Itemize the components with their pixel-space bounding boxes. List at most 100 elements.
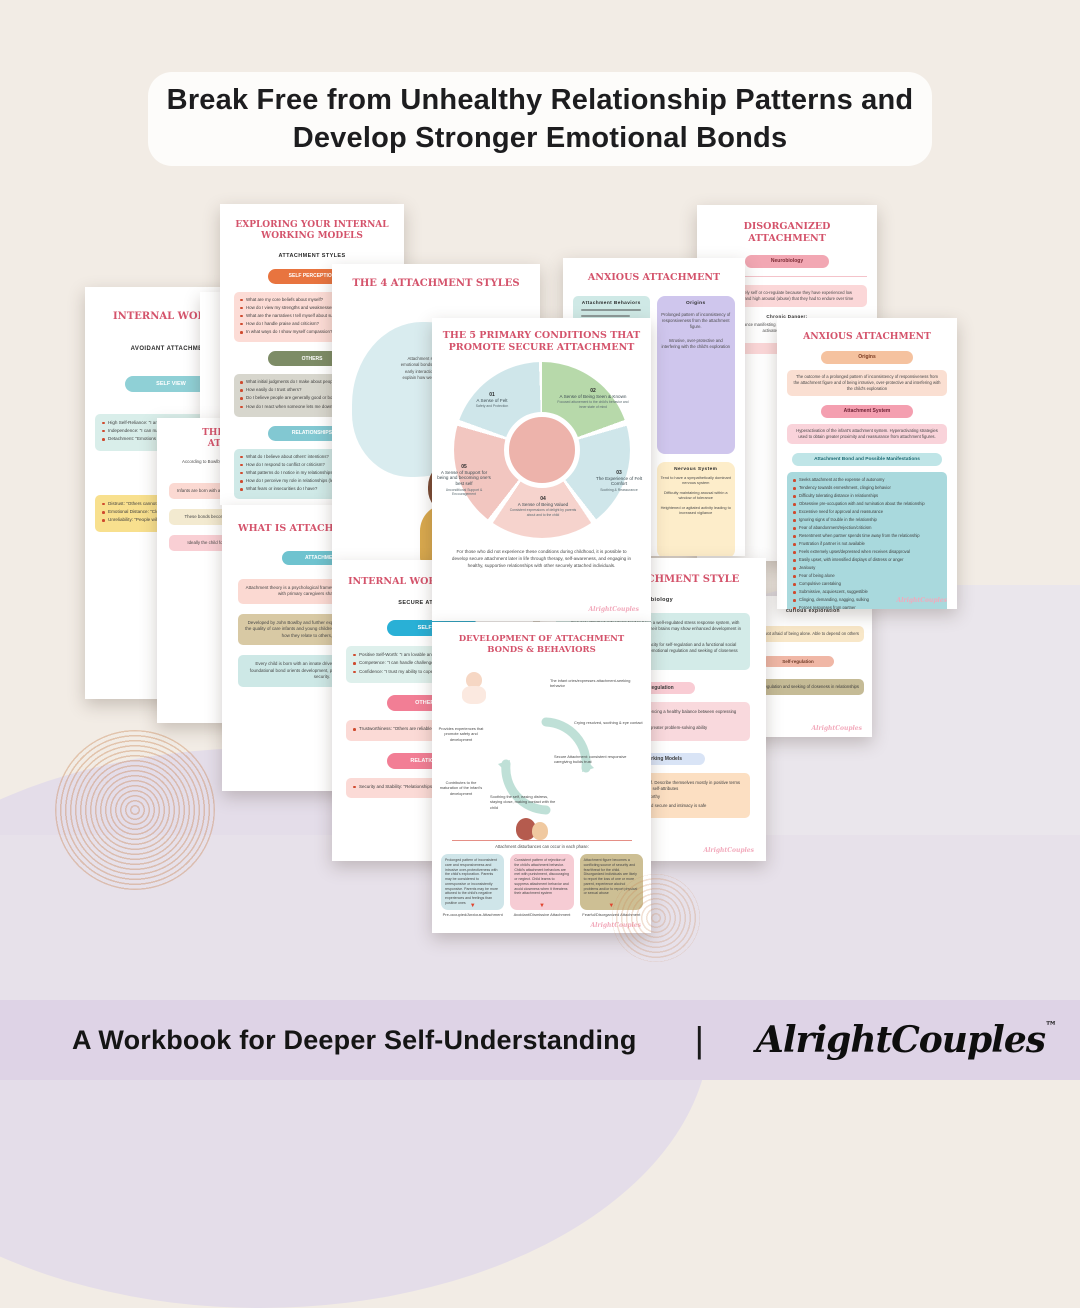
list-item: Ignoring signs of trouble in the relatio… <box>792 517 942 523</box>
page-title: SECURE ATTACHMENT STYLE <box>566 574 740 585</box>
page-title: THE 4 ATTACHMENT STYLES <box>352 278 520 289</box>
conditions-ring <box>453 361 630 538</box>
page-title: INTERNAL WORKING MODELS <box>113 311 257 322</box>
segment-04: 04 A Sense of Being Valued Consistent ex… <box>508 496 578 517</box>
list-item: In what ways do I show myself compassion… <box>239 329 385 335</box>
list-item: What initial judgments do I make about p… <box>239 379 385 385</box>
swirl-decoration <box>612 874 700 962</box>
chronic-danger-label: Chronic Danger: <box>766 313 808 319</box>
list-item: Seeks attachment at the expense of auton… <box>792 477 942 483</box>
baby-illustration-body <box>462 686 486 704</box>
segment-sub: Soothing & Reassurance <box>600 488 638 493</box>
list-item: What fears or insecurities do I have? <box>239 486 385 492</box>
segment-sub: Consistent expressions of delight by par… <box>509 508 577 517</box>
disturbance-labels: Pre-occupied/Anxious Attachment Avoidant… <box>441 912 643 917</box>
down-arrow-icon: ▼ <box>469 903 476 909</box>
bond-pill: Attachment Bond and Possible Manifestati… <box>792 452 942 466</box>
page-title: ANXIOUS ATTACHMENT <box>803 331 931 342</box>
page-anxious-detail: ANXIOUS ATTACHMENT Origins The outcome o… <box>777 318 957 609</box>
segment-sub: Focused attunement to the child's behavi… <box>557 400 629 409</box>
cycle-arrow-diagram <box>498 717 594 815</box>
segment-title: A Sense of Felt <box>476 397 508 403</box>
attachment-system-pill: Attachment System <box>821 404 913 418</box>
brand-logo-small: AlrightCouples <box>588 606 639 613</box>
segment-sub: Safety and Protection <box>475 404 509 409</box>
list-item: How do I react when someone lets me down… <box>239 404 385 410</box>
page-five-conditions: THE 5 PRIMARY CONDITIONS THAT PROMOTE SE… <box>432 318 651 621</box>
section-header-1: curious exploration <box>786 608 840 614</box>
list-item: Fear of being alone <box>792 573 942 579</box>
trademark-symbol: ™ <box>1045 1019 1057 1033</box>
list-item: Easily upset, with intensified displays … <box>792 557 942 563</box>
list-item: Compulsive caretaking <box>792 581 942 587</box>
segment-05: 05 A Sense of Support for being and beco… <box>436 464 492 497</box>
list-item: Do I believe people are generally good o… <box>239 395 385 401</box>
origins-box: Origins Prolonged pattern of inconsisten… <box>656 295 735 454</box>
page-subtitle: AVOIDANT ATTACHMENT <box>130 345 212 352</box>
segment-number: 03 <box>616 469 622 476</box>
page-title-line2: BONDS & BEHAVIORS <box>487 644 596 655</box>
neuro-text-1: Unable to effectively self or co-regulat… <box>707 284 867 307</box>
list-item: Tendency towards enmeshment, clinging be… <box>792 485 942 491</box>
footer-tagline: A Workbook for Deeper Self-Understanding <box>72 1024 637 1055</box>
list-item: How do I respond to conflict or criticis… <box>239 462 385 468</box>
brand-logo-small: AlrightCouples <box>590 922 641 929</box>
list-item: Excessive need for approval and reassura… <box>792 509 942 515</box>
list-item: Forces responses from partner <box>792 605 942 609</box>
mother-illustration <box>516 818 536 840</box>
child-illustration <box>532 822 548 840</box>
page-title-line1: EXPLORING YOUR INTERNAL <box>235 220 389 230</box>
segment-03: 03 The Experience of Felt Comfort Soothi… <box>590 470 648 493</box>
list-item: Competence: "I can handle challenges" <box>352 660 513 666</box>
origins-pill: Origins <box>821 350 913 364</box>
disturbance-box-2: Consistent pattern of rejection of the c… <box>510 854 574 910</box>
behaviors-header: Attachment Behaviors <box>581 300 641 306</box>
page-title-line2: PROMOTE SECURE ATTACHMENT <box>448 341 635 353</box>
segment-sub: Unconditional Support & Encouragement <box>445 487 483 497</box>
list-item: Submissive, acquiescent, suggestible <box>792 589 942 595</box>
swirl-decoration <box>55 730 215 890</box>
origins-text-1: Prolonged pattern of inconsistency of re… <box>661 311 731 330</box>
list-item: What are my core beliefs about myself? <box>239 297 385 303</box>
page-title-line2: WORKING MODELS <box>261 231 363 242</box>
list-item: How do I view my strengths and weaknesse… <box>239 305 385 311</box>
page-title: WHAT IS ATTACHMENT THEORY <box>238 523 417 534</box>
note-2: Contributes to the maturation of the inf… <box>439 780 483 796</box>
manifestations-box: Seeks attachment at the expense of auton… <box>787 471 947 609</box>
down-arrow-icon: ▼ <box>608 903 615 909</box>
headline-line1: Break Free from Unhealthy Relationship P… <box>166 83 914 116</box>
list-item: What do I believe about others' intentio… <box>239 454 385 460</box>
cycle-label-1: The infant cries/expresses attachment-se… <box>550 678 631 689</box>
conditions-ring-wrap: 01 A Sense of Felt Safety and Protection… <box>432 361 651 538</box>
list-item: Difficulty tolerating distance in relati… <box>792 493 942 499</box>
list-item: Obsessive pre-occupation with and rumina… <box>792 501 942 507</box>
baby-illustration-head <box>466 672 482 688</box>
divider-line <box>707 275 867 277</box>
page-development: DEVELOPMENT OF ATTACHMENT BONDS & BEHAVI… <box>432 622 651 933</box>
disturbance-divider <box>452 840 632 841</box>
disturbance-label-2: Avoidant/Dismissive Attachment <box>513 912 571 917</box>
nervous-header: Nervous System <box>674 466 718 472</box>
segment-title: A Sense of Being Seen & Known <box>559 393 627 399</box>
footnote: For those who did not experience these c… <box>451 548 632 568</box>
segment-02: 02 A Sense of Being Seen & Known Focused… <box>554 388 632 409</box>
nervous-system-box: Nervous System Tend to have a sympatheti… <box>656 461 735 556</box>
cycle-label-4: Soothing the self, easing distress, stay… <box>490 794 556 810</box>
list-item: Jealousy <box>792 565 942 571</box>
nervous-text-3: Heightened or agitated activity leading … <box>660 504 731 516</box>
segment-number: 05 <box>461 463 467 470</box>
cycle-label-3: Secure Attachment: consistent responsive… <box>554 754 627 765</box>
headline-line2: Develop Stronger Emotional Bonds <box>292 122 788 154</box>
list-item: Confidence: "I trust my ability to cope" <box>352 669 513 675</box>
page-title-line1: DEVELOPMENT OF ATTACHMENT <box>458 634 625 644</box>
headline-card: Break Free from Unhealthy Relationship P… <box>148 72 932 166</box>
list-item: Fear of abandonment/rejection/criticism <box>792 525 942 531</box>
down-arrow-icon: ▼ <box>539 903 545 909</box>
brand-logo-small: AlrightCouples <box>896 597 947 604</box>
section-header-2-pill: Self-regulation <box>762 655 834 667</box>
disturbance-boxes: Prolonged pattern of inconsistent care a… <box>441 854 643 910</box>
list-item: Trustworthiness: "Others are reliable an… <box>352 726 513 732</box>
brand-name: AlrightCouples <box>755 1019 1046 1061</box>
list-item: Distrust: "Others cannot be relied upon" <box>101 501 241 507</box>
brand-logo-small: AlrightCouples <box>703 847 754 854</box>
